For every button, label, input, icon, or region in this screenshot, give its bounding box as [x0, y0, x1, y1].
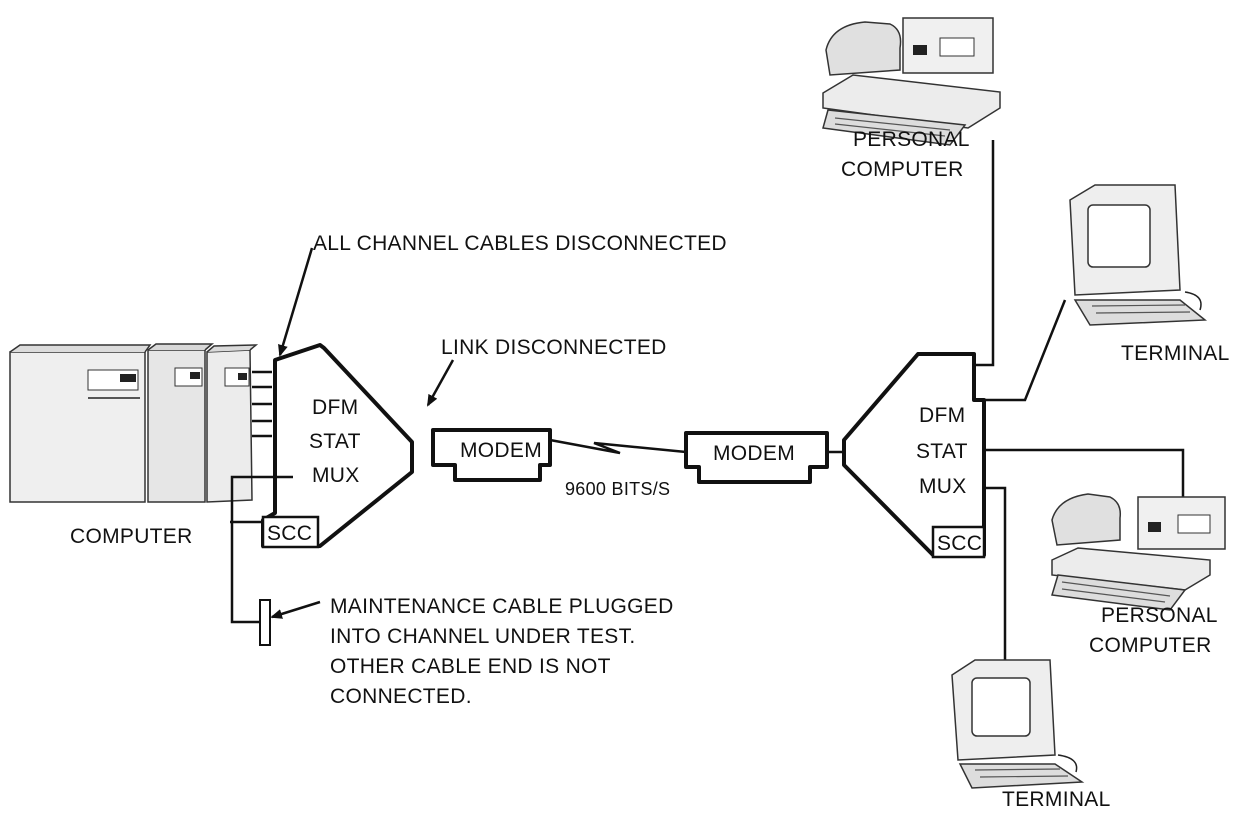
maintenance-cable-plug: [259, 599, 271, 646]
left-mux-line-3: MUX: [312, 464, 360, 487]
right-modem: [684, 431, 829, 484]
left-mux-line-2: STAT: [309, 430, 361, 453]
right-scc-label: SCC: [937, 532, 982, 555]
personal-computer-top-illustration: [822, 17, 1001, 146]
left-scc-box: [261, 515, 320, 549]
bits-label: 9600 BITS/S: [565, 479, 670, 499]
all-channel-label: ALL CHANNEL CABLES DISCONNECTED: [313, 232, 727, 255]
computer-label: COMPUTER: [70, 525, 193, 548]
terminal-bottom-label: TERMINAL: [1002, 788, 1111, 811]
pc-top-label-1: PERSONAL: [853, 128, 970, 151]
pc-top-label-2: COMPUTER: [841, 158, 964, 181]
left-scc-label: SCC: [267, 522, 312, 545]
maintenance-cable: [230, 475, 293, 624]
all-channel-arrow: [278, 247, 314, 357]
terminal-top-illustration: [1069, 184, 1208, 326]
right-scc-box: [931, 525, 986, 559]
line-to-terminal-top: [974, 299, 1067, 402]
maintenance-line-2: INTO CHANNEL UNDER TEST.: [330, 625, 636, 648]
right-mux-line-3: MUX: [919, 475, 967, 498]
terminal-bottom-illustration: [951, 659, 1085, 789]
line-to-terminal-bottom: [984, 486, 1007, 660]
host-computer-illustration: [9, 343, 272, 503]
maintenance-line-4: CONNECTED.: [330, 685, 472, 708]
maintenance-arrow: [270, 600, 321, 619]
link-disconnected-label: LINK DISCONNECTED: [441, 336, 667, 359]
zigzag-link: [549, 438, 687, 455]
right-modem-label: MODEM: [713, 442, 795, 465]
left-modem: [431, 428, 552, 482]
right-mux-line-2: STAT: [916, 440, 968, 463]
pc-bottom-label-1: PERSONAL: [1101, 604, 1218, 627]
pc-bottom-label-2: COMPUTER: [1089, 634, 1212, 657]
terminal-top-label: TERMINAL: [1121, 342, 1230, 365]
right-mux-line-1: DFM: [919, 404, 965, 427]
line-to-pc-bottom: [984, 448, 1185, 505]
left-modem-label: MODEM: [460, 439, 542, 462]
link-disconnected-arrow: [426, 359, 455, 407]
personal-computer-bottom-illustration: [1051, 493, 1226, 611]
left-mux-line-1: DFM: [312, 396, 358, 419]
line-to-pc-top: [974, 140, 995, 367]
maintenance-line-3: OTHER CABLE END IS NOT: [330, 655, 611, 678]
maintenance-line-1: MAINTENANCE CABLE PLUGGED: [330, 595, 674, 618]
